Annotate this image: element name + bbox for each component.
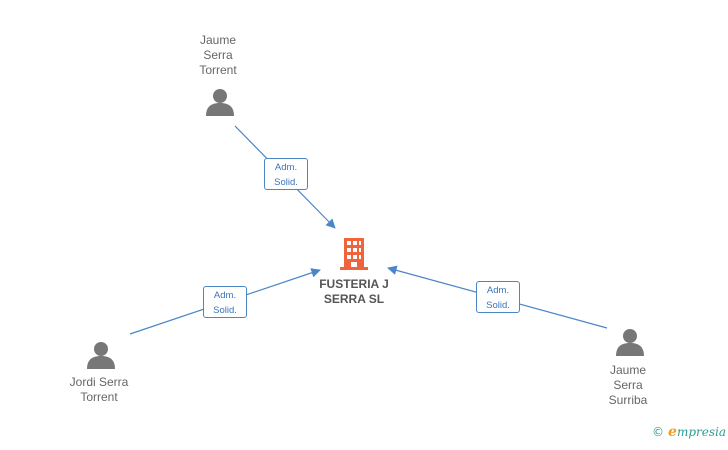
person-icon[interactable]: [206, 89, 234, 116]
relation-label: Adm. Solid.: [476, 281, 520, 313]
relation-type: Solid.: [274, 177, 298, 188]
building-icon[interactable]: [340, 238, 368, 270]
company-name[interactable]: FUSTERIA J SERRA SL: [319, 277, 389, 306]
copyright-symbol: ©: [652, 425, 665, 439]
person-name[interactable]: Jaume Serra Surriba: [608, 363, 648, 407]
relation-type: Solid.: [213, 305, 237, 316]
person-icon[interactable]: [87, 342, 115, 369]
brand-name: mpresia: [676, 425, 726, 439]
relation-type: Solid.: [486, 300, 510, 311]
relation-label: Adm. Solid.: [203, 286, 247, 318]
person-icon[interactable]: [616, 329, 644, 356]
relation-role: Adm.: [274, 162, 298, 173]
person-name[interactable]: Jordi Serra Torrent: [69, 375, 129, 404]
brand-logo: ©empresia: [652, 424, 726, 440]
relation-role: Adm.: [213, 290, 237, 301]
brand-initial: e: [668, 424, 677, 440]
relation-label: Adm. Solid.: [264, 158, 308, 190]
person-name[interactable]: Jaume Serra Torrent: [199, 33, 237, 77]
relation-role: Adm.: [486, 285, 510, 296]
